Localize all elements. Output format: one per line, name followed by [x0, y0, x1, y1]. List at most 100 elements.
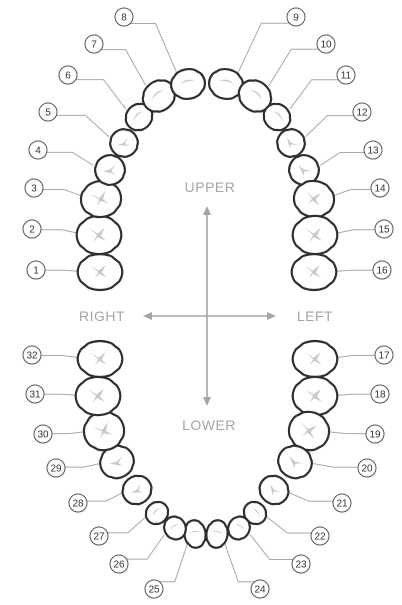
- leader-line-6: [76, 80, 126, 110]
- leader-line-16: [334, 270, 373, 271]
- tooth-32[interactable]: [78, 341, 123, 377]
- leader-line-27: [107, 518, 144, 533]
- tooth-label-19: 19: [366, 425, 384, 443]
- tooth-label-15: 15: [375, 220, 393, 238]
- leader-line-8: [130, 24, 176, 72]
- tooth-label-6: 6: [59, 66, 77, 84]
- leader-line-29: [65, 464, 99, 467]
- label-number-27: 27: [93, 532, 105, 543]
- label-number-15: 15: [378, 225, 390, 236]
- leader-line-18: [336, 394, 371, 395]
- label-number-16: 16: [376, 266, 388, 277]
- label-number-10: 10: [320, 40, 332, 51]
- tooth-1[interactable]: [78, 254, 123, 290]
- leader-line-31: [44, 394, 77, 395]
- label-number-22: 22: [314, 532, 326, 543]
- leader-line-3: [43, 190, 81, 196]
- tooth-24[interactable]: [205, 519, 230, 549]
- tooth-18[interactable]: [293, 377, 338, 415]
- label-number-7: 7: [91, 40, 97, 51]
- arrow-up-icon: [203, 206, 211, 215]
- leader-line-23: [250, 535, 293, 560]
- label-number-24: 24: [254, 585, 266, 596]
- leader-line-20: [313, 464, 358, 468]
- label-number-29: 29: [50, 464, 62, 475]
- label-number-14: 14: [374, 184, 386, 195]
- label-number-5: 5: [45, 108, 51, 119]
- label-number-13: 13: [367, 146, 379, 157]
- tooth-label-29: 29: [47, 459, 65, 477]
- label-number-1: 1: [33, 266, 39, 277]
- right-label: RIGHT: [79, 308, 125, 324]
- label-number-2: 2: [29, 225, 35, 236]
- tooth-label-21: 21: [333, 494, 351, 512]
- label-number-9: 9: [293, 13, 299, 24]
- label-number-11: 11: [341, 71, 352, 82]
- leader-line-28: [87, 493, 122, 501]
- leader-line-11: [290, 80, 339, 110]
- tooth-label-2: 2: [23, 220, 41, 238]
- label-number-19: 19: [369, 430, 381, 441]
- leader-line-15: [336, 230, 375, 233]
- leader-line-21: [290, 493, 334, 501]
- tooth-2[interactable]: [77, 216, 122, 254]
- tooth-crown-25: [183, 519, 208, 549]
- tooth-label-28: 28: [69, 494, 87, 512]
- tooth-16[interactable]: [292, 254, 337, 290]
- leader-line-30: [52, 432, 83, 434]
- tooth-31[interactable]: [76, 377, 121, 415]
- tooth-label-3: 3: [25, 179, 43, 197]
- tooth-25[interactable]: [183, 519, 208, 549]
- left-label: LEFT: [297, 308, 333, 324]
- label-number-4: 4: [35, 146, 41, 157]
- tooth-label-8: 8: [115, 8, 133, 26]
- tooth-label-7: 7: [85, 35, 103, 53]
- label-number-6: 6: [65, 71, 71, 82]
- tooth-crown-24: [205, 519, 230, 549]
- tooth-label-26: 26: [110, 555, 128, 573]
- leader-line-7: [101, 50, 146, 86]
- leader-line-5: [56, 115, 109, 137]
- leader-line-22: [267, 517, 311, 533]
- tooth-label-24: 24: [251, 580, 269, 598]
- label-number-31: 31: [29, 390, 41, 401]
- label-number-32: 32: [26, 351, 38, 362]
- label-number-25: 25: [148, 585, 160, 596]
- tooth-label-25: 25: [145, 580, 163, 598]
- tooth-label-32: 32: [23, 346, 41, 364]
- tooth-label-20: 20: [358, 459, 376, 477]
- leader-line-32: [41, 356, 80, 358]
- label-number-17: 17: [378, 351, 390, 362]
- leader-line-4: [47, 152, 94, 165]
- tooth-label-4: 4: [29, 141, 47, 159]
- label-number-8: 8: [121, 13, 127, 24]
- label-number-3: 3: [31, 184, 37, 195]
- arrow-left-icon: [143, 312, 152, 320]
- tooth-label-31: 31: [26, 385, 44, 403]
- tooth-label-18: 18: [371, 385, 389, 403]
- leader-lines: [41, 23, 375, 582]
- leader-line-24: [225, 544, 255, 582]
- tooth-label-10: 10: [317, 35, 335, 53]
- tooth-label-13: 13: [364, 141, 382, 159]
- leader-line-1: [45, 270, 80, 271]
- label-number-18: 18: [374, 390, 386, 401]
- leader-line-25: [159, 544, 187, 581]
- upper-label: UPPER: [185, 179, 236, 195]
- tooth-label-14: 14: [371, 179, 389, 197]
- label-number-20: 20: [361, 464, 373, 475]
- tooth-number-labels: 1234567891011121314151617181920212223242…: [23, 8, 393, 598]
- tooth-15[interactable]: [293, 216, 338, 254]
- label-number-30: 30: [37, 430, 49, 441]
- tooth-label-12: 12: [353, 103, 371, 121]
- tooth-17[interactable]: [293, 341, 338, 377]
- label-number-12: 12: [356, 108, 368, 119]
- orientation-cross: [143, 206, 276, 406]
- lower-label: LOWER: [182, 417, 236, 433]
- tooth-label-30: 30: [34, 425, 52, 443]
- tooth-label-1: 1: [27, 261, 45, 279]
- leader-line-26: [127, 535, 165, 559]
- tooth-label-11: 11: [337, 66, 355, 84]
- leader-line-12: [306, 116, 354, 137]
